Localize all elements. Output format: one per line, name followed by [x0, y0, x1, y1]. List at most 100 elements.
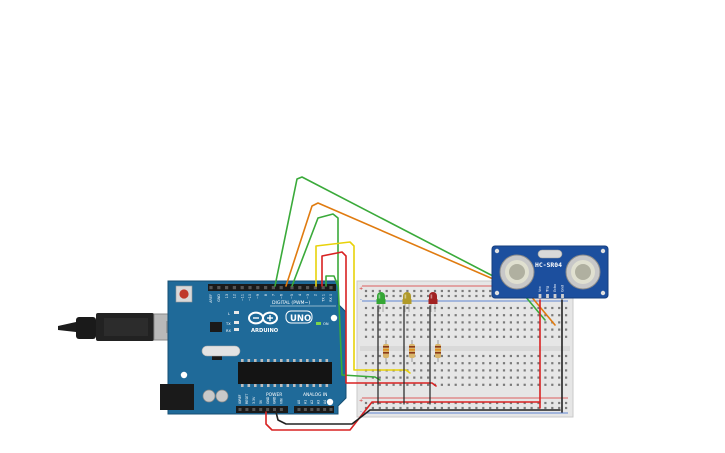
- breadboard-hole[interactable]: [544, 321, 547, 324]
- breadboard-hole[interactable]: [489, 383, 492, 386]
- breadboard-hole[interactable]: [454, 289, 457, 293]
- breadboard-hole[interactable]: [447, 294, 450, 298]
- breadboard-hole[interactable]: [440, 335, 443, 338]
- breadboard-hole[interactable]: [420, 376, 423, 379]
- breadboard-hole[interactable]: [440, 362, 443, 365]
- breadboard-hole[interactable]: [427, 406, 430, 410]
- breadboard-hole[interactable]: [433, 362, 437, 365]
- breadboard-hole[interactable]: [502, 369, 506, 372]
- breadboard-hole[interactable]: [427, 314, 430, 317]
- breadboard-hole[interactable]: [502, 383, 506, 386]
- breadboard-hole[interactable]: [392, 314, 395, 317]
- breadboard-hole[interactable]: [461, 328, 464, 331]
- breadboard-hole[interactable]: [461, 406, 464, 410]
- digital-pin-hole[interactable]: [240, 286, 244, 290]
- breadboard-hole[interactable]: [502, 362, 506, 365]
- analog-pin-hole[interactable]: [316, 408, 320, 411]
- breadboard-hole[interactable]: [502, 314, 506, 317]
- sensor-pin[interactable]: [561, 294, 564, 298]
- breadboard-hole[interactable]: [509, 401, 512, 405]
- breadboard-hole[interactable]: [496, 362, 499, 365]
- breadboard-hole[interactable]: [544, 306, 547, 310]
- breadboard-hole[interactable]: [433, 401, 437, 405]
- breadboard-hole[interactable]: [399, 335, 402, 338]
- breadboard-hole[interactable]: [523, 321, 526, 324]
- breadboard-hole[interactable]: [433, 335, 437, 338]
- breadboard-hole[interactable]: [482, 369, 485, 372]
- breadboard-hole[interactable]: [516, 328, 519, 331]
- breadboard-hole[interactable]: [413, 406, 416, 410]
- breadboard-hole[interactable]: [406, 335, 409, 338]
- breadboard-hole[interactable]: [565, 376, 568, 379]
- breadboard-hole[interactable]: [537, 369, 540, 372]
- sensor-pin[interactable]: [546, 294, 549, 298]
- breadboard-hole[interactable]: [420, 314, 423, 317]
- breadboard-hole[interactable]: [523, 328, 526, 331]
- breadboard-hole[interactable]: [565, 354, 568, 358]
- digital-pin-hole[interactable]: [290, 286, 294, 290]
- breadboard-hole[interactable]: [454, 362, 457, 365]
- breadboard-hole[interactable]: [399, 354, 402, 358]
- breadboard-hole[interactable]: [440, 289, 443, 293]
- power-pin-hole[interactable]: [245, 408, 249, 411]
- breadboard-hole[interactable]: [537, 362, 540, 365]
- breadboard-hole[interactable]: [440, 306, 443, 310]
- breadboard-hole[interactable]: [392, 354, 395, 358]
- breadboard-hole[interactable]: [364, 354, 368, 358]
- breadboard-hole[interactable]: [489, 376, 492, 379]
- breadboard-hole[interactable]: [433, 321, 437, 324]
- breadboard-hole[interactable]: [378, 314, 381, 317]
- breadboard-hole[interactable]: [502, 406, 506, 410]
- breadboard-hole[interactable]: [420, 335, 423, 338]
- power-pin-hole[interactable]: [273, 408, 276, 411]
- breadboard-hole[interactable]: [496, 354, 499, 358]
- breadboard-hole[interactable]: [392, 294, 395, 298]
- breadboard-hole[interactable]: [406, 328, 409, 331]
- breadboard-hole[interactable]: [509, 354, 512, 358]
- breadboard-hole[interactable]: [427, 328, 430, 331]
- breadboard-hole[interactable]: [413, 369, 416, 372]
- breadboard-hole[interactable]: [364, 289, 368, 293]
- breadboard-hole[interactable]: [537, 401, 540, 405]
- breadboard-hole[interactable]: [489, 354, 492, 358]
- breadboard-hole[interactable]: [482, 328, 485, 331]
- breadboard-hole[interactable]: [537, 383, 540, 386]
- breadboard-hole[interactable]: [440, 328, 443, 331]
- breadboard-hole[interactable]: [454, 401, 457, 405]
- breadboard-hole[interactable]: [385, 335, 388, 338]
- breadboard-hole[interactable]: [516, 354, 519, 358]
- breadboard-hole[interactable]: [530, 369, 533, 372]
- breadboard-hole[interactable]: [475, 294, 478, 298]
- breadboard-hole[interactable]: [551, 314, 554, 317]
- breadboard-hole[interactable]: [509, 362, 512, 365]
- breadboard-hole[interactable]: [489, 306, 492, 310]
- breadboard-hole[interactable]: [558, 314, 561, 317]
- breadboard-hole[interactable]: [413, 321, 416, 324]
- breadboard-hole[interactable]: [399, 306, 402, 310]
- breadboard-hole[interactable]: [489, 289, 492, 293]
- breadboard-hole[interactable]: [420, 362, 423, 365]
- breadboard-hole[interactable]: [468, 406, 471, 410]
- breadboard-hole[interactable]: [364, 376, 368, 379]
- breadboard-hole[interactable]: [399, 294, 402, 298]
- breadboard-hole[interactable]: [482, 306, 485, 310]
- breadboard-hole[interactable]: [440, 314, 443, 317]
- breadboard-hole[interactable]: [364, 314, 368, 317]
- breadboard-hole[interactable]: [551, 406, 554, 410]
- breadboard-hole[interactable]: [385, 406, 388, 410]
- digital-pin-hole[interactable]: [329, 286, 333, 290]
- breadboard-hole[interactable]: [440, 369, 443, 372]
- breadboard-hole[interactable]: [537, 328, 540, 331]
- breadboard-hole[interactable]: [371, 362, 374, 365]
- digital-pin-hole[interactable]: [264, 286, 268, 290]
- breadboard-hole[interactable]: [489, 401, 492, 405]
- breadboard-hole[interactable]: [530, 406, 533, 410]
- breadboard-hole[interactable]: [468, 321, 471, 324]
- breadboard-hole[interactable]: [468, 362, 471, 365]
- breadboard-hole[interactable]: [565, 383, 568, 386]
- breadboard-hole[interactable]: [427, 369, 430, 372]
- breadboard-hole[interactable]: [392, 362, 395, 365]
- breadboard-hole[interactable]: [468, 376, 471, 379]
- breadboard-hole[interactable]: [489, 335, 492, 338]
- breadboard-hole[interactable]: [496, 376, 499, 379]
